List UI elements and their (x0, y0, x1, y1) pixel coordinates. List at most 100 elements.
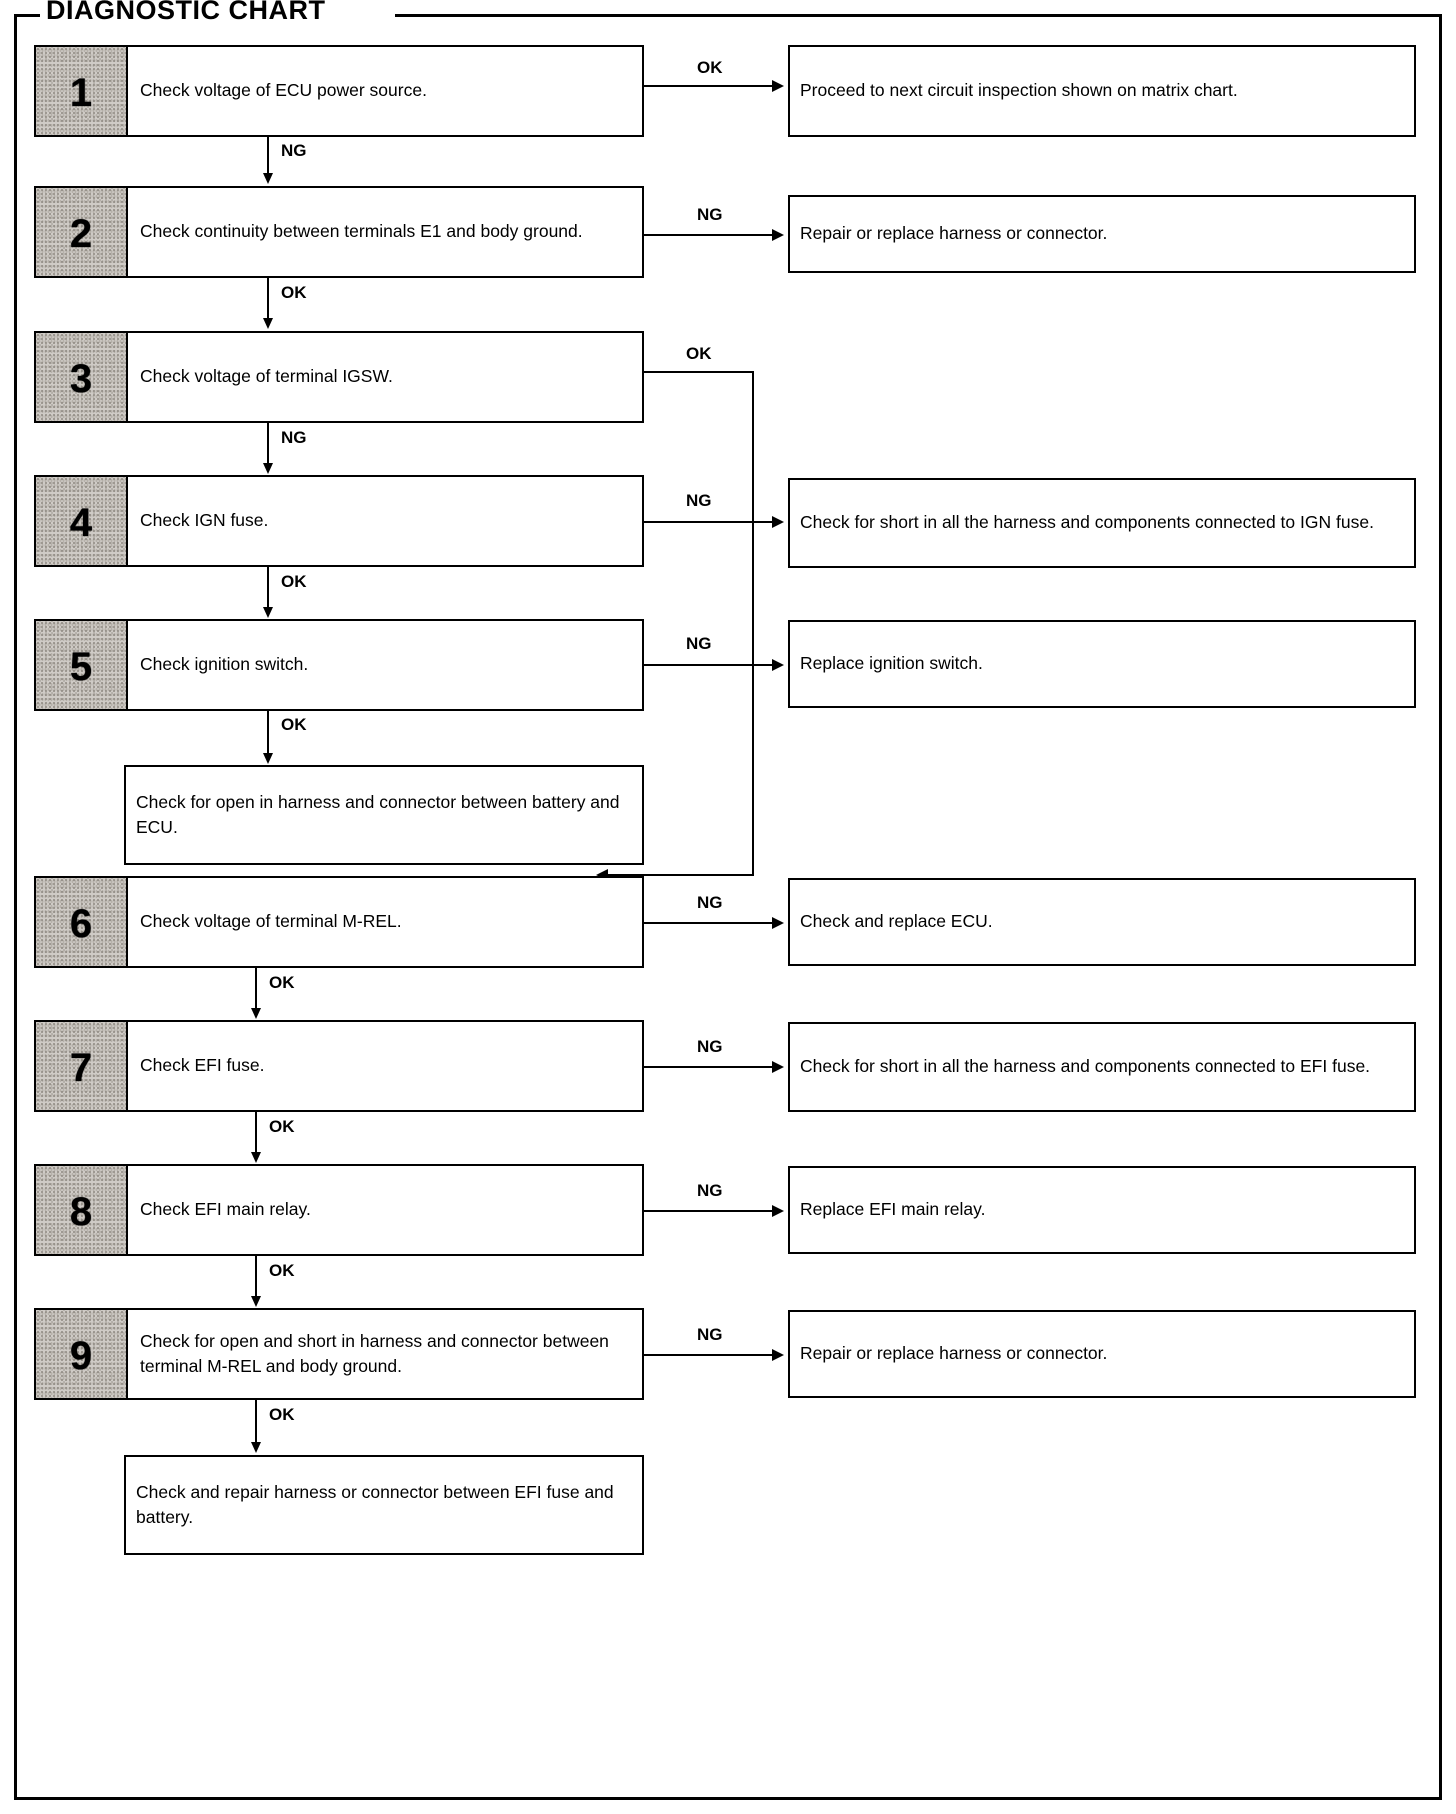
edge-7-8-line (255, 1112, 257, 1156)
step-number-8: 8 (69, 1189, 93, 1234)
step-text-6: Check voltage of terminal M-REL. (140, 911, 402, 932)
edge-label-4-ng: NG (686, 491, 712, 510)
edge-1-ok-line (644, 85, 780, 87)
step-text-2: Check continuity between terminals E1 an… (140, 221, 583, 242)
result-box-1: Proceed to next circuit inspection shown… (788, 45, 1416, 137)
edge-label-3-4: NG (281, 428, 307, 447)
step-number-badge-7: 7 (34, 1020, 128, 1112)
step-number-9: 9 (69, 1333, 93, 1378)
edge-4-5-arrow (263, 607, 273, 618)
step-text-3: Check voltage of terminal IGSW. (140, 366, 393, 387)
frame-border-bottom (14, 1797, 1442, 1800)
edge-label-9-ng: NG (697, 1325, 723, 1344)
plain-box-text-after-step-5: Check for open in harness and connector … (136, 791, 620, 837)
result-text-9: Repair or replace harness or connector. (800, 1343, 1108, 1364)
edge-7-ng-arrow (772, 1061, 784, 1073)
edge-label-5-ng: NG (686, 634, 712, 653)
edge-5-next-line (267, 711, 269, 757)
edge-8-9-line (255, 1256, 257, 1300)
result-box-5: Replace ignition switch. (788, 620, 1416, 708)
edge-3-6-line-v (752, 371, 754, 876)
step-number-badge-3: 3 (34, 331, 128, 423)
edge-2-3-line (267, 278, 269, 322)
edge-2-ng-line (644, 234, 780, 236)
step-text-5: Check ignition switch. (140, 654, 309, 675)
edge-label-4-5: OK (281, 572, 307, 591)
edge-1-ok-arrow (772, 80, 784, 92)
edge-label-1-2: NG (281, 141, 307, 160)
result-box-2: Repair or replace harness or connector. (788, 195, 1416, 273)
edge-label-7-8: OK (269, 1117, 295, 1136)
step-number-badge-1: 1 (34, 45, 128, 137)
edge-label-7-ng: NG (697, 1037, 723, 1056)
step-text-8: Check EFI main relay. (140, 1199, 311, 1220)
step-number-badge-5: 5 (34, 619, 128, 711)
step-box-6: 6 Check voltage of terminal M-REL. (34, 876, 644, 968)
result-text-8: Replace EFI main relay. (800, 1199, 986, 1220)
edge-9-ng-line (644, 1354, 780, 1356)
step-box-1: 1 Check voltage of ECU power source. (34, 45, 644, 137)
edge-label-1-ok: OK (697, 58, 723, 77)
step-box-8: 8 Check EFI main relay. (34, 1164, 644, 1256)
edge-4-ng-arrow (772, 516, 784, 528)
result-text-5: Replace ignition switch. (800, 653, 983, 674)
result-box-8: Replace EFI main relay. (788, 1166, 1416, 1254)
edge-6-7-arrow (251, 1008, 261, 1019)
edge-label-6-ng: NG (697, 893, 723, 912)
edge-label-2-ng: NG (697, 205, 723, 224)
step-box-7: 7 Check EFI fuse. (34, 1020, 644, 1112)
step-number-badge-6: 6 (34, 876, 128, 968)
edge-4-ng-line (644, 521, 780, 523)
result-text-4: Check for short in all the harness and c… (800, 512, 1374, 533)
edge-1-2-line (267, 137, 269, 177)
step-number-1: 1 (69, 70, 93, 115)
step-number-3: 3 (69, 356, 93, 401)
edge-label-6-7: OK (269, 973, 295, 992)
result-text-2: Repair or replace harness or connector. (800, 223, 1108, 244)
result-box-6: Check and replace ECU. (788, 878, 1416, 966)
step-text-9: Check for open and short in harness and … (140, 1330, 609, 1376)
edge-9-next-arrow (251, 1442, 261, 1453)
edge-5-ng-arrow (772, 659, 784, 671)
result-text-1: Proceed to next circuit inspection shown… (800, 80, 1238, 101)
edge-9-ng-arrow (772, 1349, 784, 1361)
edge-label-3-6-ok: OK (686, 344, 712, 363)
plain-box-text-after-step-9: Check and repair harness or connector be… (136, 1481, 614, 1527)
edge-7-8-arrow (251, 1152, 261, 1163)
plain-box-after-step-5: Check for open in harness and connector … (124, 765, 644, 865)
edge-3-4-line (267, 423, 269, 467)
step-number-badge-2: 2 (34, 186, 128, 278)
edge-5-next-arrow (263, 753, 273, 764)
edge-4-5-line (267, 567, 269, 611)
step-text-4: Check IGN fuse. (140, 510, 269, 531)
edge-label-5-next: OK (281, 715, 307, 734)
edge-8-9-arrow (251, 1296, 261, 1307)
edge-8-ng-arrow (772, 1205, 784, 1217)
step-text-1: Check voltage of ECU power source. (140, 80, 427, 101)
result-text-7: Check for short in all the harness and c… (800, 1056, 1371, 1077)
edge-5-ng-line (644, 664, 780, 666)
edge-1-2-arrow (263, 173, 273, 184)
step-number-4: 4 (69, 500, 93, 545)
result-text-6: Check and replace ECU. (800, 911, 993, 932)
edge-9-next-line (255, 1400, 257, 1446)
page-title: DIAGNOSTIC CHART (46, 0, 326, 25)
step-number-badge-4: 4 (34, 475, 128, 567)
step-number-7: 7 (69, 1045, 93, 1090)
step-number-2: 2 (69, 211, 93, 256)
step-number-badge-8: 8 (34, 1164, 128, 1256)
step-box-5: 5 Check ignition switch. (34, 619, 644, 711)
edge-3-6-line-h1 (644, 371, 754, 373)
edge-8-ng-line (644, 1210, 780, 1212)
result-box-9: Repair or replace harness or connector. (788, 1310, 1416, 1398)
step-number-5: 5 (69, 644, 93, 689)
edge-label-9-next: OK (269, 1405, 295, 1424)
frame-border-left (14, 14, 17, 1800)
step-box-2: 2 Check continuity between terminals E1 … (34, 186, 644, 278)
edge-7-ng-line (644, 1066, 780, 1068)
step-text-7: Check EFI fuse. (140, 1055, 265, 1076)
step-number-badge-9: 9 (34, 1308, 128, 1400)
edge-label-8-9: OK (269, 1261, 295, 1280)
result-box-4: Check for short in all the harness and c… (788, 478, 1416, 568)
